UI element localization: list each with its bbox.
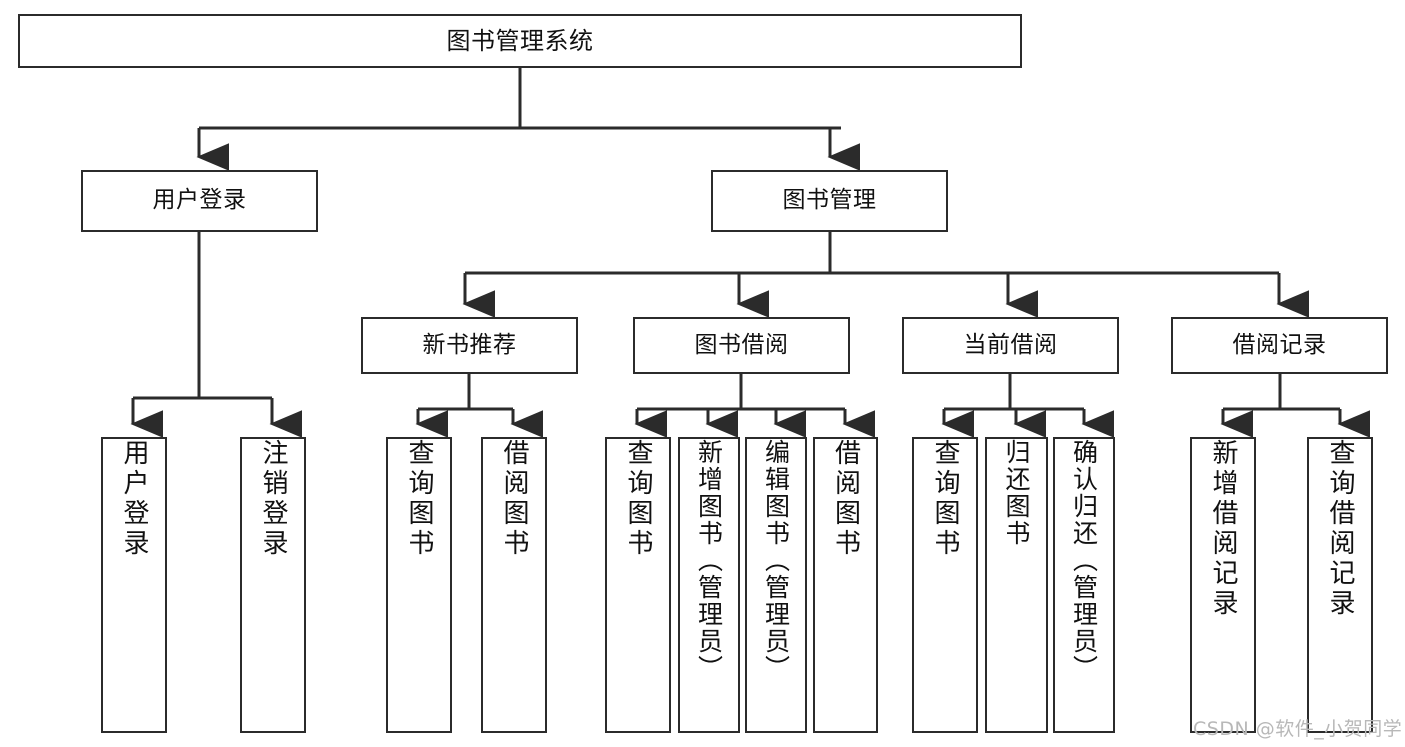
node-leaf-confirm-return[interactable]: 确认归还（管理员） (1053, 437, 1115, 733)
node-leaf-return-book[interactable]: 归还图书 (985, 437, 1048, 733)
node-leaf-user-login[interactable]: 用户登录 (101, 437, 167, 733)
node-leaf-borrow-book-1-label: 借阅图书 (499, 439, 529, 559)
node-user-login-label: 用户登录 (152, 187, 247, 214)
node-leaf-edit-book[interactable]: 编辑图书（管理员） (745, 437, 807, 733)
node-leaf-return-book-label: 归还图书 (1002, 439, 1031, 547)
node-book-manage-label: 图书管理 (782, 187, 877, 214)
node-book-borrow-label: 图书借阅 (694, 331, 789, 358)
node-leaf-borrow-book-2[interactable]: 借阅图书 (813, 437, 878, 733)
node-leaf-query-book-3-label: 查询图书 (930, 439, 960, 559)
node-borrow-record[interactable]: 借阅记录 (1171, 317, 1388, 374)
node-leaf-add-book-label: 新增图书（管理员） (694, 439, 724, 682)
node-new-book-rec-label: 新书推荐 (422, 331, 517, 358)
node-user-login[interactable]: 用户登录 (81, 170, 318, 232)
node-leaf-query-book-1-label: 查询图书 (404, 439, 434, 559)
node-leaf-user-logout-label: 注销登录 (258, 439, 288, 559)
node-leaf-query-record-label: 查询借阅记录 (1325, 439, 1355, 619)
node-leaf-confirm-return-label: 确认归还（管理员） (1069, 439, 1099, 682)
node-leaf-borrow-book-2-label: 借阅图书 (830, 439, 861, 559)
node-book-manage[interactable]: 图书管理 (711, 170, 948, 232)
node-leaf-query-book-2[interactable]: 查询图书 (605, 437, 671, 733)
node-leaf-query-book-1[interactable]: 查询图书 (386, 437, 452, 733)
node-leaf-add-record-label: 新增借阅记录 (1208, 439, 1238, 619)
node-current-borrow[interactable]: 当前借阅 (902, 317, 1119, 374)
node-leaf-user-login-label: 用户登录 (119, 439, 149, 559)
node-leaf-add-record[interactable]: 新增借阅记录 (1190, 437, 1256, 733)
node-leaf-query-book-2-label: 查询图书 (623, 439, 653, 559)
node-current-borrow-label: 当前借阅 (963, 331, 1058, 358)
node-root[interactable]: 图书管理系统 (18, 14, 1022, 68)
node-leaf-add-book[interactable]: 新增图书（管理员） (678, 437, 740, 733)
node-root-label: 图书管理系统 (446, 26, 594, 55)
node-leaf-edit-book-label: 编辑图书（管理员） (761, 439, 791, 682)
node-leaf-user-logout[interactable]: 注销登录 (240, 437, 306, 733)
node-book-borrow[interactable]: 图书借阅 (633, 317, 850, 374)
node-leaf-query-book-3[interactable]: 查询图书 (912, 437, 978, 733)
node-new-book-rec[interactable]: 新书推荐 (361, 317, 578, 374)
node-borrow-record-label: 借阅记录 (1232, 331, 1327, 358)
node-leaf-borrow-book-1[interactable]: 借阅图书 (481, 437, 547, 733)
node-leaf-query-record[interactable]: 查询借阅记录 (1307, 437, 1373, 733)
csdn-watermark: CSDN @软件_小贺同学 (1193, 718, 1403, 740)
